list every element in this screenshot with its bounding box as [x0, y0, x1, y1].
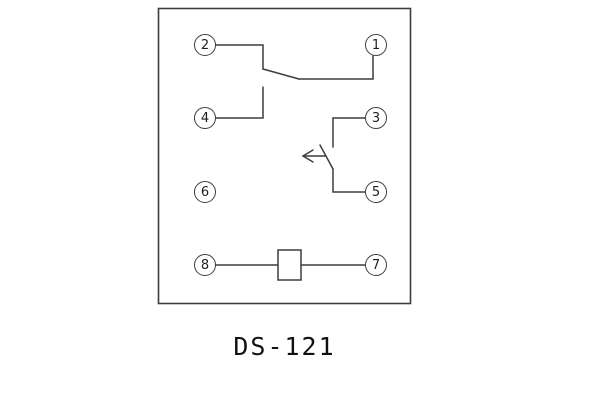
terminal-1: 1 [365, 34, 387, 56]
terminal-8: 8 [194, 254, 216, 276]
contact-blade-lower [319, 144, 334, 170]
terminal-2: 2 [194, 34, 216, 56]
terminal-4: 4 [194, 107, 216, 129]
terminal-3: 3 [365, 107, 387, 129]
wire-terminal1 [298, 55, 374, 80]
wire-terminal3 [332, 117, 366, 148]
actuation-arrow-icon [302, 149, 327, 163]
wire-terminal4 [215, 86, 264, 119]
model-label: DS-121 [233, 332, 336, 361]
terminal-7: 7 [365, 254, 387, 276]
wire-terminal2 [215, 44, 264, 70]
terminal-5: 5 [365, 181, 387, 203]
relay-outline [157, 7, 412, 305]
coil-symbol [277, 249, 302, 281]
terminal-6: 6 [194, 181, 216, 203]
contact-blade-upper [262, 68, 300, 80]
wire-terminal5 [332, 168, 366, 193]
